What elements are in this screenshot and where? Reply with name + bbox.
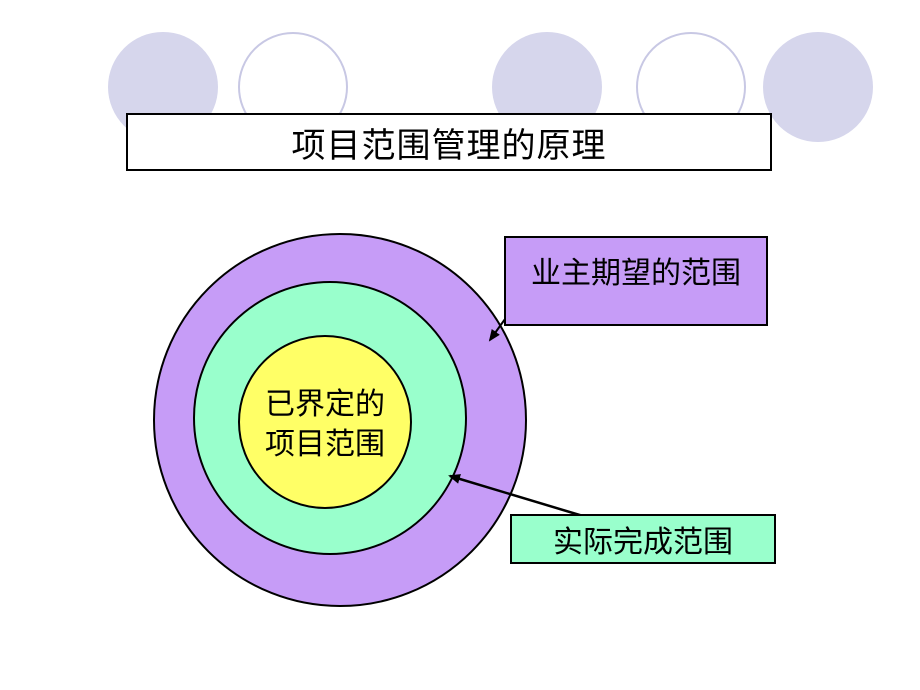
actual-completed-scope-label: 实际完成范围 [553,525,733,560]
decorative-circle [763,32,873,142]
inner-label-line2: 项目范围 [265,427,385,462]
owner-expected-scope-box: 业主期望的范围 [504,236,768,326]
inner-circle [238,335,412,509]
inner-label-line1: 已界定的 [265,387,385,422]
slide-title: 项目范围管理的原理 [126,113,772,171]
middle-ring-arrow [448,474,584,518]
actual-completed-scope-box: 实际完成范围 [510,514,776,564]
owner-expected-scope-label: 业主期望的范围 [531,256,741,291]
inner-circle-label: 已界定的 项目范围 [240,370,410,480]
